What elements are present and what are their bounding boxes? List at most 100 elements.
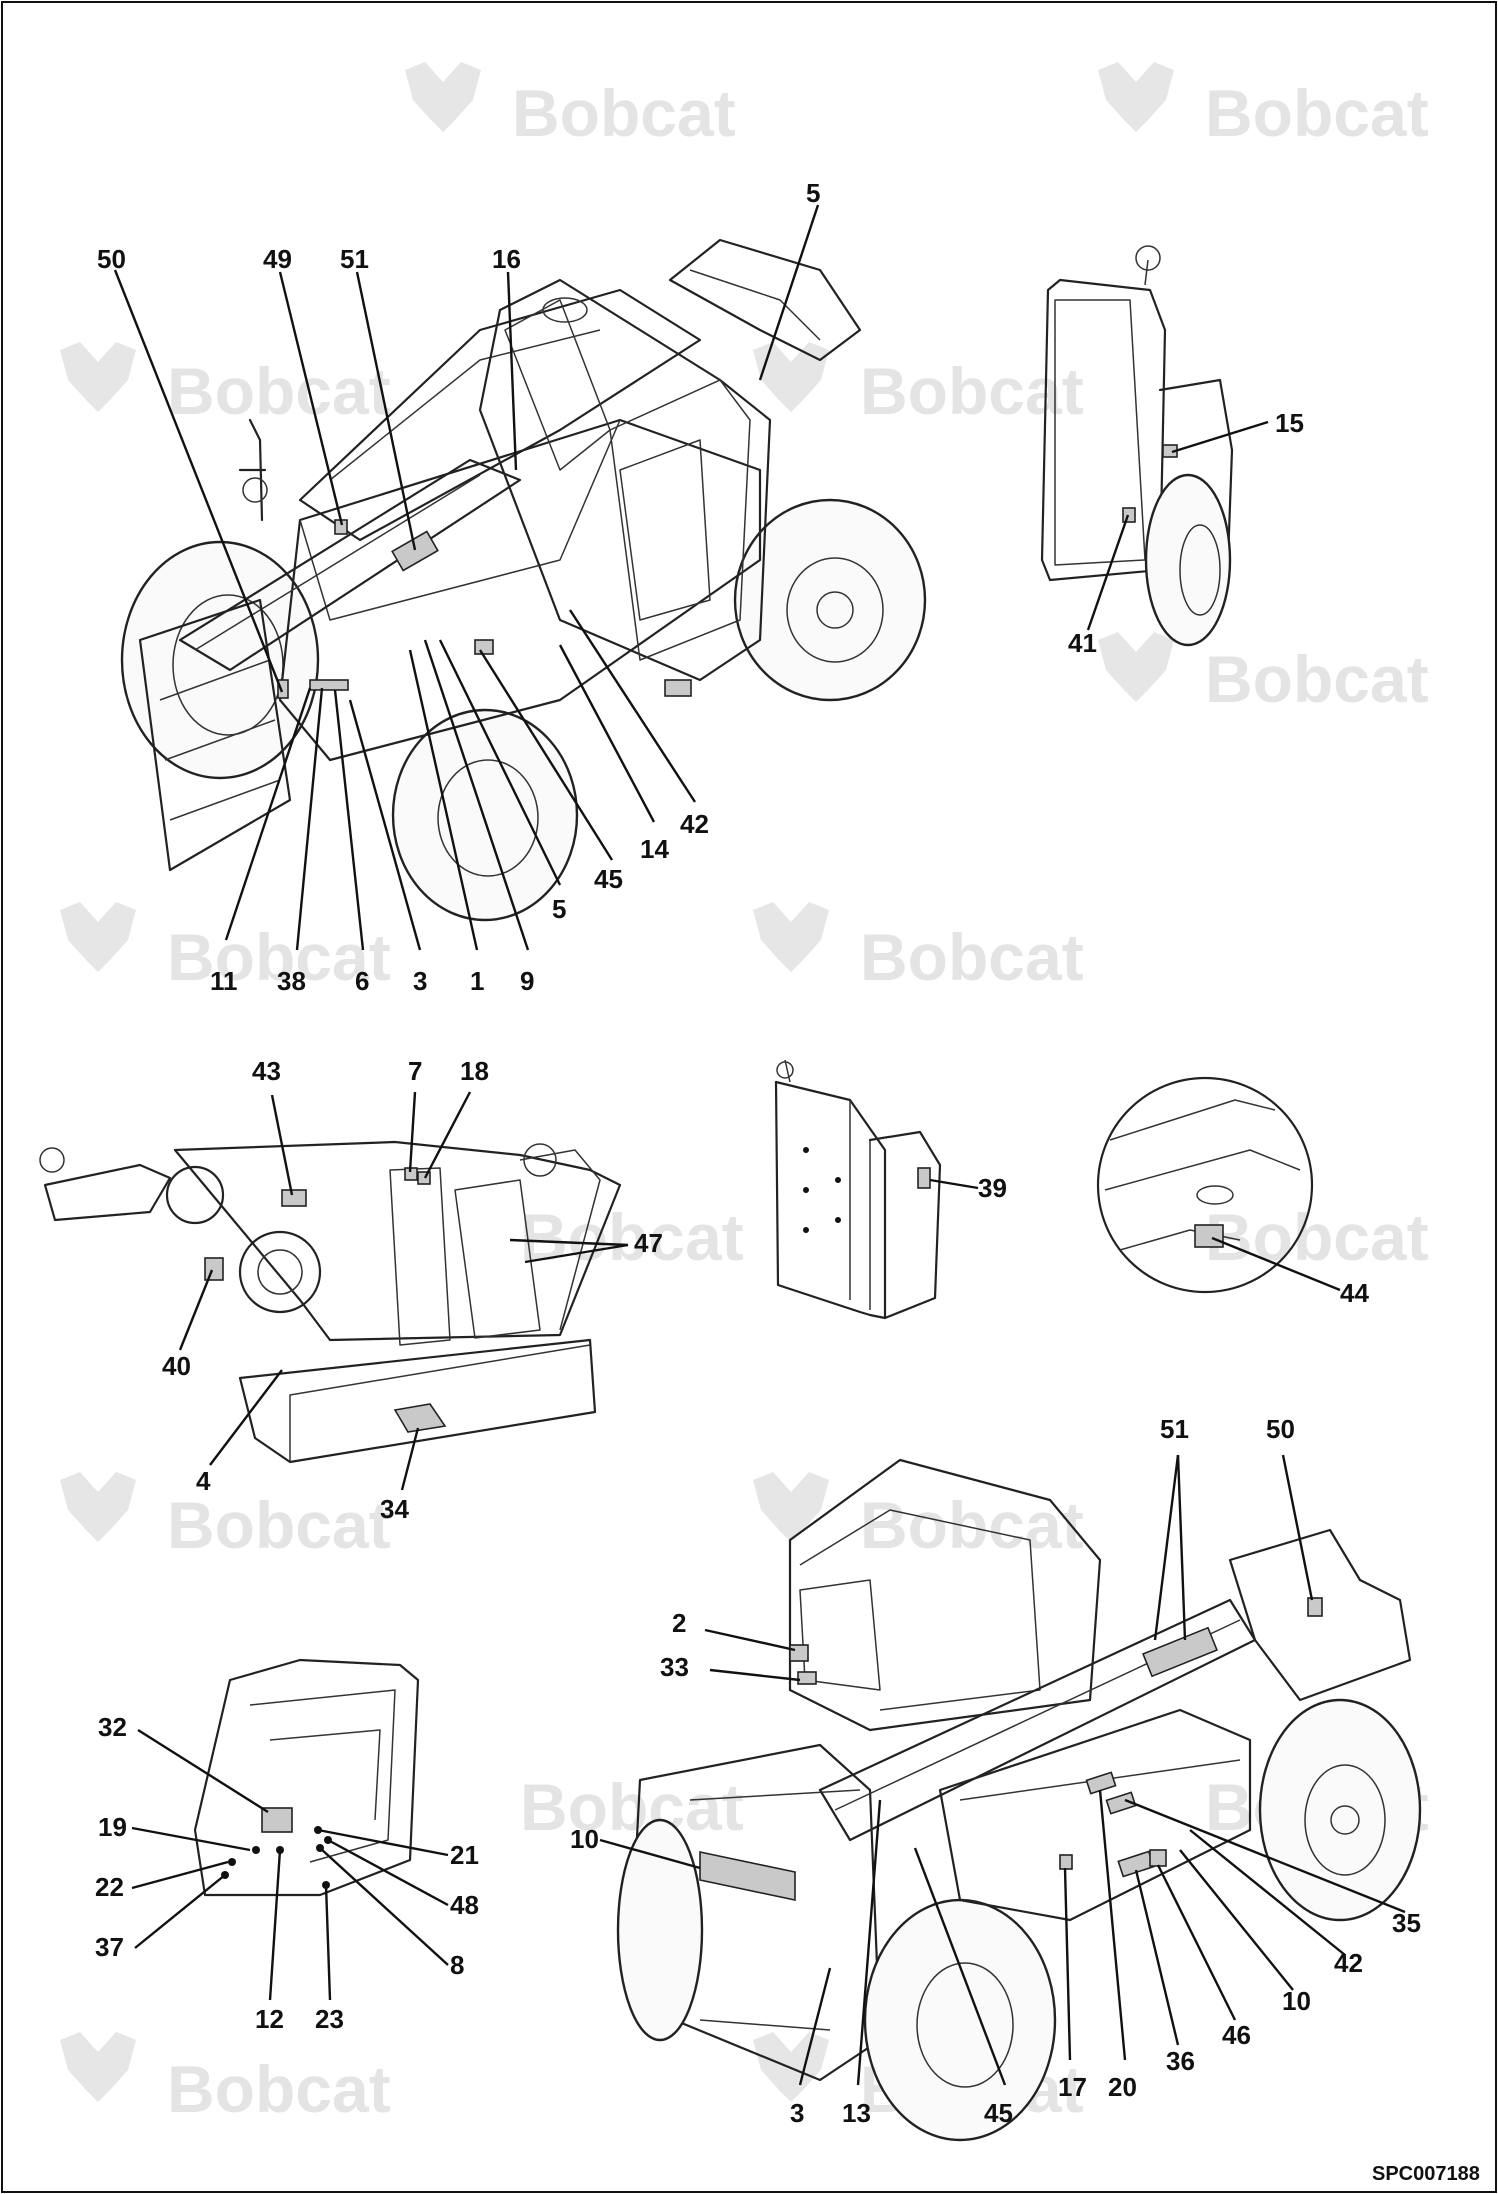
callout-label: 22 [95, 1872, 124, 1902]
side-chassis [938, 1708, 1252, 1922]
callout-label: 16 [492, 244, 521, 274]
watermark-logo-icon [1098, 62, 1174, 132]
callout-label: 1 [470, 966, 484, 996]
watermark: Bobcat [167, 354, 391, 428]
callout-label: 20 [1108, 2072, 1137, 2102]
decal-19 [252, 1846, 260, 1854]
decal-41 [1122, 507, 1136, 523]
callout-label: 48 [450, 1890, 479, 1920]
decal-42 [664, 679, 692, 697]
watermark: Bobcat [520, 1200, 744, 1274]
callout-label: 15 [1275, 408, 1304, 438]
cab-frame [193, 1658, 420, 1897]
tire-front-left [391, 708, 579, 922]
view-detail-circle: 44 [1096, 1076, 1369, 1308]
fork-carriage [138, 598, 292, 872]
view-engine-compartment: 43 7 18 47 40 4 34 [39, 1056, 663, 1524]
cab [478, 278, 772, 682]
callout-label: 36 [1166, 2046, 1195, 2076]
cab-v7 [788, 1458, 1102, 1732]
callout-label: 42 [680, 809, 709, 839]
decal-35 [1105, 1791, 1137, 1815]
decal-45 [474, 639, 494, 655]
view-machine-rear-right: 51 50 2 33 10 3 13 45 17 20 36 46 10 42 … [570, 1414, 1422, 2142]
callout-label: 49 [263, 244, 292, 274]
callout-label: 10 [570, 1824, 599, 1854]
callout-label: 42 [1334, 1948, 1363, 1978]
watermark-logo-icon [753, 902, 829, 972]
watermark: Bobcat [860, 1488, 1084, 1562]
decal-43 [281, 1189, 307, 1207]
callout-label: 46 [1222, 2020, 1251, 2050]
engine-hood [298, 288, 702, 542]
callout-label: 4 [196, 1466, 211, 1496]
callout-label: 33 [660, 1652, 689, 1682]
tire-detail [1144, 473, 1232, 647]
watermark-logo-icon [60, 342, 136, 412]
callout-label: 12 [255, 2004, 284, 2034]
callout-label: 37 [95, 1932, 124, 1962]
decal-50-v7 [1307, 1597, 1323, 1617]
tire-front-right [733, 498, 927, 702]
callout-label: 10 [1282, 1986, 1311, 2016]
callout-label: 32 [98, 1712, 127, 1742]
callout-label: 14 [640, 834, 669, 864]
watermark: Bobcat [167, 2052, 391, 2126]
decal-44 [1194, 1224, 1224, 1248]
reference-code: SPC007188 [1372, 2163, 1480, 2185]
engine-frame [173, 1140, 622, 1342]
decal-2 [789, 1644, 809, 1662]
callout-label: 3 [413, 966, 427, 996]
decal-51-v7 [1142, 1626, 1218, 1678]
decal-40 [204, 1257, 224, 1281]
watermark: Bobcat [1205, 76, 1429, 150]
callout-label: 45 [984, 2098, 1013, 2128]
callout-label: 13 [842, 2098, 871, 2128]
decal-22 [228, 1858, 236, 1866]
attachment-plate [774, 1080, 887, 1320]
watermark: Bobcat [1205, 1200, 1429, 1274]
callout-label: 51 [340, 244, 369, 274]
callout-label: 11 [210, 966, 238, 996]
watermark: Bobcat [167, 1488, 391, 1562]
callout-label: 2 [672, 1608, 686, 1638]
base-box [238, 1338, 597, 1464]
callout-label: 5 [552, 894, 566, 924]
decal-17 [1059, 1854, 1073, 1870]
telescopic-boom [178, 458, 522, 672]
watermark: Bobcat [520, 1770, 744, 1844]
watermark-logo-icon [60, 902, 136, 972]
decal-34 [393, 1403, 447, 1433]
decal-50 [277, 679, 289, 699]
callout-label: 3 [790, 2098, 804, 2128]
tire-front-v7 [863, 1898, 1057, 2142]
callout-label: 45 [594, 864, 623, 894]
callout-label: 6 [355, 966, 369, 996]
callout-label: 34 [380, 1494, 409, 1524]
view-machine-front-left: 50 49 51 16 5 11 38 6 3 1 9 5 45 14 42 [97, 178, 927, 996]
callout-label: 5 [806, 178, 820, 208]
decal-cluster-38 [309, 679, 349, 691]
decal-51-boom [391, 530, 439, 572]
watermark: Bobcat [1205, 642, 1429, 716]
callout-label: 9 [520, 966, 534, 996]
callout-label: 39 [978, 1173, 1007, 1203]
tire-far-v7 [1258, 1698, 1422, 1922]
chassis [278, 418, 762, 762]
watermark-logo-icon [405, 62, 481, 132]
callout-label: 17 [1058, 2072, 1087, 2102]
decal-33 [797, 1671, 817, 1685]
decal-39 [917, 1167, 931, 1189]
callout-label: 18 [460, 1056, 489, 1086]
watermark-layer: Bobcat Bobcat Bobcat Bobcat Bobcat Bobca… [60, 62, 1429, 2126]
view-cab-side: 15 41 [1040, 245, 1304, 658]
callout-label: 47 [634, 1228, 663, 1258]
callout-label: 41 [1068, 628, 1097, 658]
callout-label: 50 [1266, 1414, 1295, 1444]
callout-label: 40 [162, 1351, 191, 1381]
callout-label: 35 [1392, 1908, 1421, 1938]
callout-label: 50 [97, 244, 126, 274]
pipe [43, 1163, 172, 1222]
